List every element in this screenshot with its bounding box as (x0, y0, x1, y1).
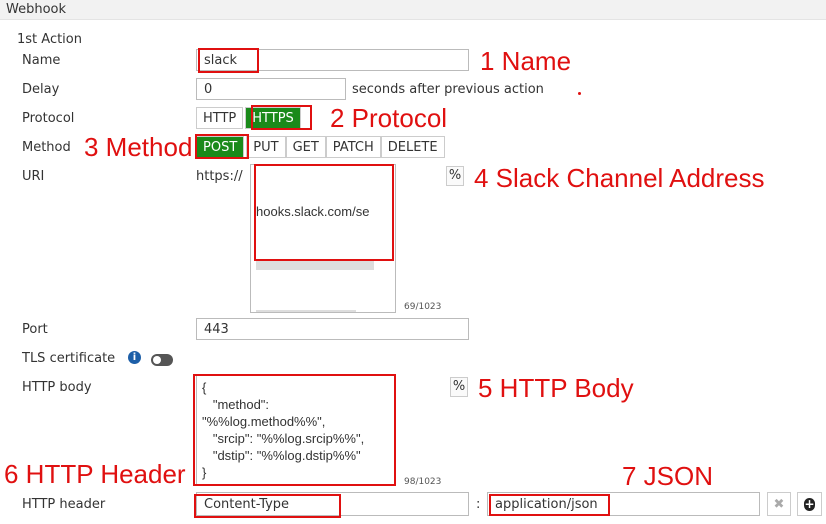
protocol-label: Protocol (22, 111, 75, 126)
redacted (256, 310, 356, 312)
method-patch-button[interactable]: PATCH (325, 136, 381, 158)
annotation-header: 6 HTTP Header (4, 459, 186, 489)
body-counter: 98/1023 (404, 477, 442, 487)
name-label: Name (22, 53, 61, 68)
method-label: Method (22, 140, 71, 155)
highlight-body (193, 374, 396, 486)
tls-toggle[interactable] (151, 354, 173, 366)
method-put-button[interactable]: PUT (246, 136, 286, 158)
protocol-group: HTTP HTTPS (196, 107, 301, 129)
highlight-uri (254, 164, 394, 261)
info-icon[interactable]: i (128, 351, 141, 364)
annotation-protocol: 2 Protocol (330, 103, 448, 133)
header-value-input[interactable] (487, 492, 760, 516)
header-separator: : (476, 497, 481, 512)
remove-header-button[interactable]: ✖ (767, 492, 791, 516)
uri-textarea[interactable]: hooks.slack.com/se (250, 164, 396, 313)
highlight-header (194, 494, 341, 518)
annotation-uri: 4 Slack Channel Address (474, 163, 765, 193)
uri-text: hooks.slack.com/se (256, 204, 370, 219)
add-header-button[interactable]: + (797, 492, 822, 516)
tls-label: TLS certificate (22, 351, 116, 366)
protocol-http-button[interactable]: HTTP (196, 107, 244, 129)
section-title: 1st Action (17, 32, 82, 47)
method-get-button[interactable]: GET (285, 136, 326, 158)
highlight-name (198, 48, 259, 73)
close-icon: ✖ (773, 496, 785, 512)
redacted (256, 260, 374, 270)
header-name-input[interactable] (196, 492, 469, 516)
port-input[interactable] (196, 318, 469, 340)
body-variable-button[interactable]: % (450, 377, 468, 397)
dot (578, 92, 581, 95)
plus-circle-icon: + (804, 496, 815, 511)
delay-label: Delay (22, 82, 60, 97)
header-label: HTTP header (22, 497, 106, 512)
body-label: HTTP body (22, 380, 92, 395)
annotation-name: 1 Name (480, 46, 572, 76)
delay-suffix: seconds after previous action (352, 82, 544, 97)
name-input[interactable] (196, 49, 469, 71)
protocol-https-button[interactable]: HTTPS (245, 107, 301, 129)
uri-label: URI (22, 169, 45, 184)
highlight-json (489, 494, 610, 516)
body-textarea[interactable]: { "method": "%%log.method%%", "srcip": "… (196, 374, 396, 486)
highlight-method (195, 134, 249, 159)
annotation-json: 7 JSON (622, 461, 714, 491)
highlight-protocol (251, 105, 312, 130)
annotation-body: 5 HTTP Body (478, 373, 634, 403)
uri-counter: 69/1023 (404, 302, 442, 312)
method-delete-button[interactable]: DELETE (380, 136, 445, 158)
delay-input[interactable] (196, 78, 346, 100)
uri-prefix: https:// (196, 169, 243, 184)
panel-header: Webhook (0, 0, 826, 20)
port-label: Port (22, 322, 48, 337)
variable-insert-button[interactable]: % (446, 166, 464, 186)
annotation-method: 3 Method (84, 132, 193, 162)
method-group: POST PUT GET PATCH DELETE (196, 136, 445, 158)
